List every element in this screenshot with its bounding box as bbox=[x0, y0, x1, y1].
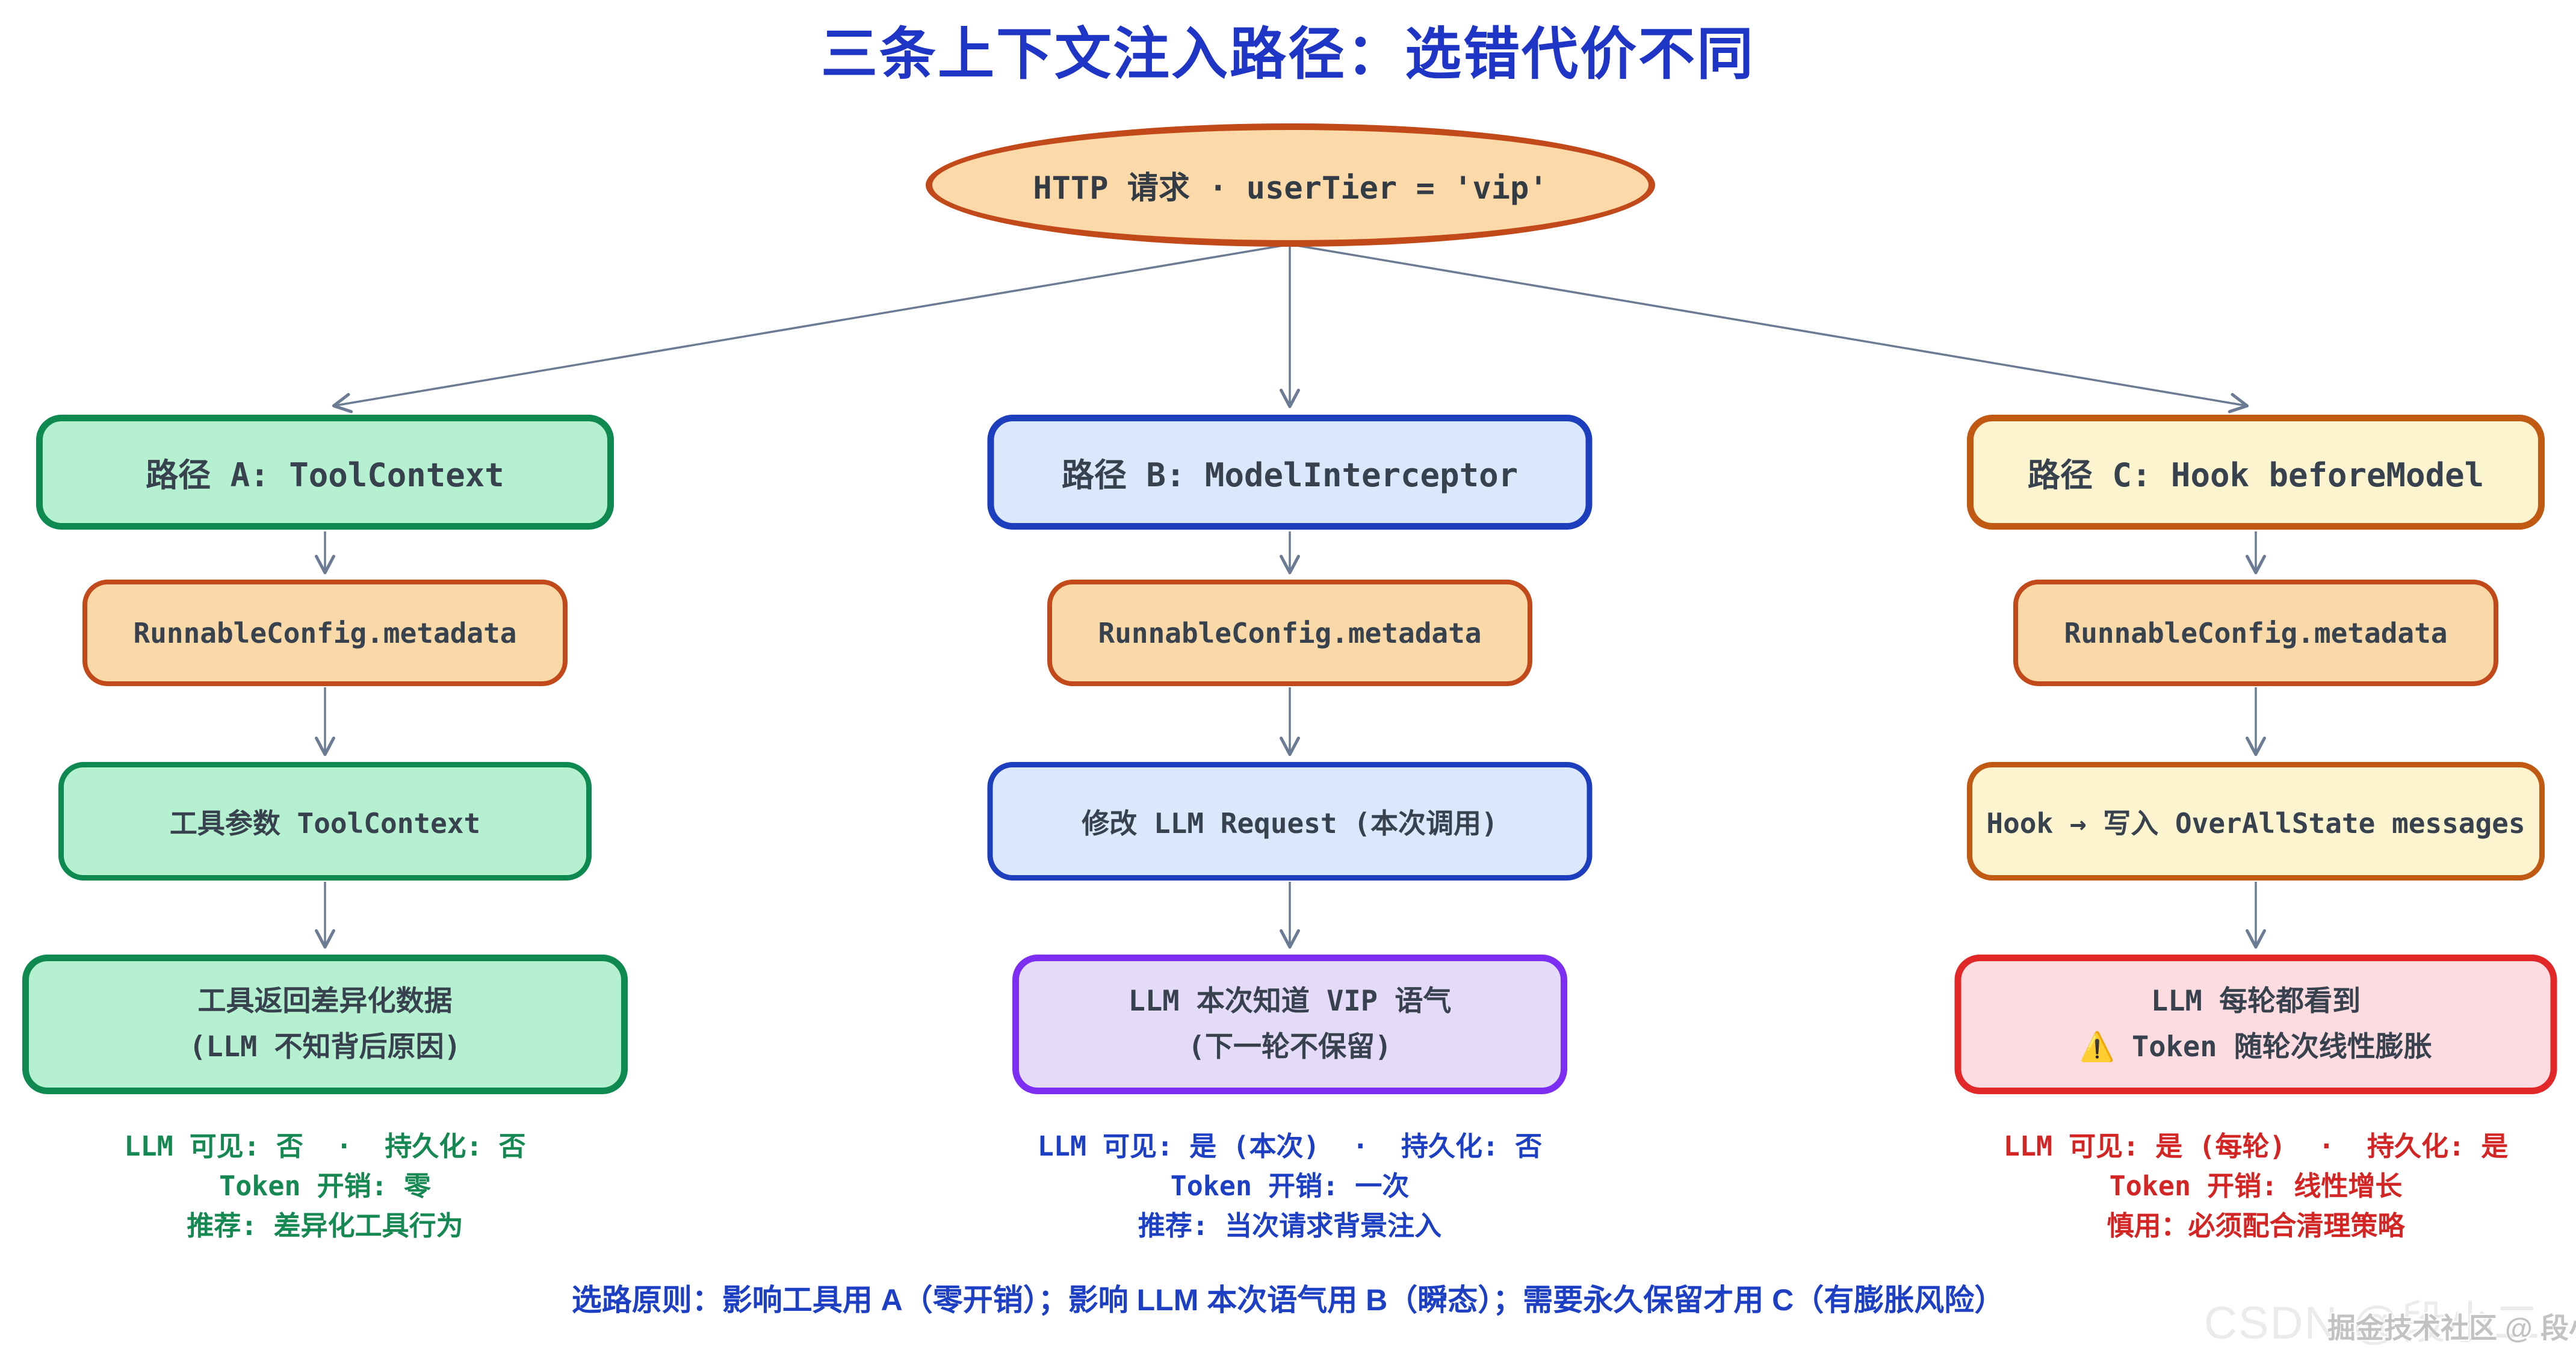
path-b-outcome-line1: LLM 本次知道 VIP 语气 bbox=[1128, 985, 1452, 1018]
path-b-outcome-line2: (下一轮不保留) bbox=[1187, 1030, 1392, 1064]
path-a-stat-token-cost: Token 开销: 零 bbox=[219, 1170, 431, 1202]
path-b-config-node: RunnableConfig.metadata bbox=[1047, 580, 1532, 686]
path-a-stat-recommendation: 推荐: 差异化工具行为 bbox=[187, 1210, 463, 1242]
path-c-mechanism-node: Hook → 写入 OverAllState messages bbox=[1967, 762, 2545, 881]
source-http-request-label: HTTP 请求 · userTier = 'vip' bbox=[1033, 170, 1548, 206]
path-c-outcome-line1: LLM 每轮都看到 bbox=[2150, 985, 2361, 1018]
path-b-mechanism-label: 修改 LLM Request (本次调用) bbox=[1082, 807, 1498, 840]
path-b-stats: LLM 可见: 是 (本次) · 持久化: 否 Token 开销: 一次 推荐:… bbox=[1038, 1127, 1542, 1246]
watermark-csdn-text: CSDN @段小二 bbox=[2204, 1298, 2541, 1349]
watermark: CSDN @段小二 掘金技术社区 @ 段小二 bbox=[2204, 1286, 2576, 1352]
path-c-config-label: RunnableConfig.metadata bbox=[2064, 616, 2448, 649]
path-a-mechanism-label: 工具参数 ToolContext bbox=[169, 807, 481, 840]
path-c-stat-caution: 慎用：必须配合清理策略 bbox=[2107, 1210, 2405, 1242]
path-b-stat-visibility: LLM 可见: 是 (本次) · 持久化: 否 bbox=[1037, 1130, 1543, 1162]
path-c-outcome-line2-warning: ⚠️ Token 随轮次线性膨胀 bbox=[2079, 1030, 2432, 1064]
arrow-source-to-path-c bbox=[1289, 243, 2249, 413]
path-b-header-label: 路径 B: ModelInterceptor bbox=[1061, 456, 1519, 494]
arrow-source-to-path-a bbox=[332, 243, 1290, 413]
path-a-outcome-line1: 工具返回差异化数据 bbox=[197, 985, 453, 1018]
path-c-stat-token-cost: Token 开销: 线性增长 bbox=[2109, 1170, 2403, 1202]
path-b-stat-recommendation: 推荐: 当次请求背景注入 bbox=[1138, 1210, 1442, 1242]
path-c-outcome-node: LLM 每轮都看到 ⚠️ Token 随轮次线性膨胀 bbox=[1954, 955, 2557, 1094]
path-a-mechanism-node: 工具参数 ToolContext bbox=[58, 762, 592, 881]
watermark-juejin-text: 掘金技术社区 @ 段小二 bbox=[2327, 1312, 2576, 1344]
path-c-header-label: 路径 C: Hook beforeModel bbox=[2027, 456, 2485, 494]
path-a-stats: LLM 可见: 否 · 持久化: 否 Token 开销: 零 推荐: 差异化工具… bbox=[124, 1127, 525, 1246]
path-a-outcome-node: 工具返回差异化数据 (LLM 不知背后原因) bbox=[22, 955, 628, 1094]
path-b-stat-token-cost: Token 开销: 一次 bbox=[1170, 1170, 1410, 1202]
path-c-config-node: RunnableConfig.metadata bbox=[2013, 580, 2498, 686]
path-b-config-label: RunnableConfig.metadata bbox=[1098, 616, 1482, 649]
path-a-header-label: 路径 A: ToolContext bbox=[146, 456, 504, 494]
path-b-outcome-node: LLM 本次知道 VIP 语气 (下一轮不保留) bbox=[1012, 955, 1567, 1094]
page-title: 三条上下文注入路径：选错代价不同 bbox=[820, 22, 1755, 85]
path-a-outcome-line2: (LLM 不知背后原因) bbox=[189, 1030, 461, 1064]
path-c-header-node: 路径 C: Hook beforeModel bbox=[1967, 415, 2545, 530]
source-http-request-node: HTTP 请求 · userTier = 'vip' bbox=[926, 123, 1655, 247]
path-a-config-label: RunnableConfig.metadata bbox=[133, 616, 517, 649]
path-b-header-node: 路径 B: ModelInterceptor bbox=[987, 415, 1593, 530]
path-a-stat-visibility: LLM 可见: 否 · 持久化: 否 bbox=[124, 1130, 526, 1162]
path-c-stat-visibility: LLM 可见: 是 (每轮) · 持久化: 是 bbox=[2003, 1130, 2509, 1162]
routing-principle-text: 选路原则：影响工具用 A（零开销）；影响 LLM 本次语气用 B（瞬态）；需要永… bbox=[571, 1283, 2005, 1317]
path-c-mechanism-label: Hook → 写入 OverAllState messages bbox=[1986, 807, 2525, 840]
path-a-header-node: 路径 A: ToolContext bbox=[36, 415, 614, 530]
path-c-stats: LLM 可见: 是 (每轮) · 持久化: 是 Token 开销: 线性增长 慎… bbox=[2004, 1127, 2508, 1246]
path-a-config-node: RunnableConfig.metadata bbox=[82, 580, 568, 686]
path-b-mechanism-node: 修改 LLM Request (本次调用) bbox=[987, 762, 1593, 881]
